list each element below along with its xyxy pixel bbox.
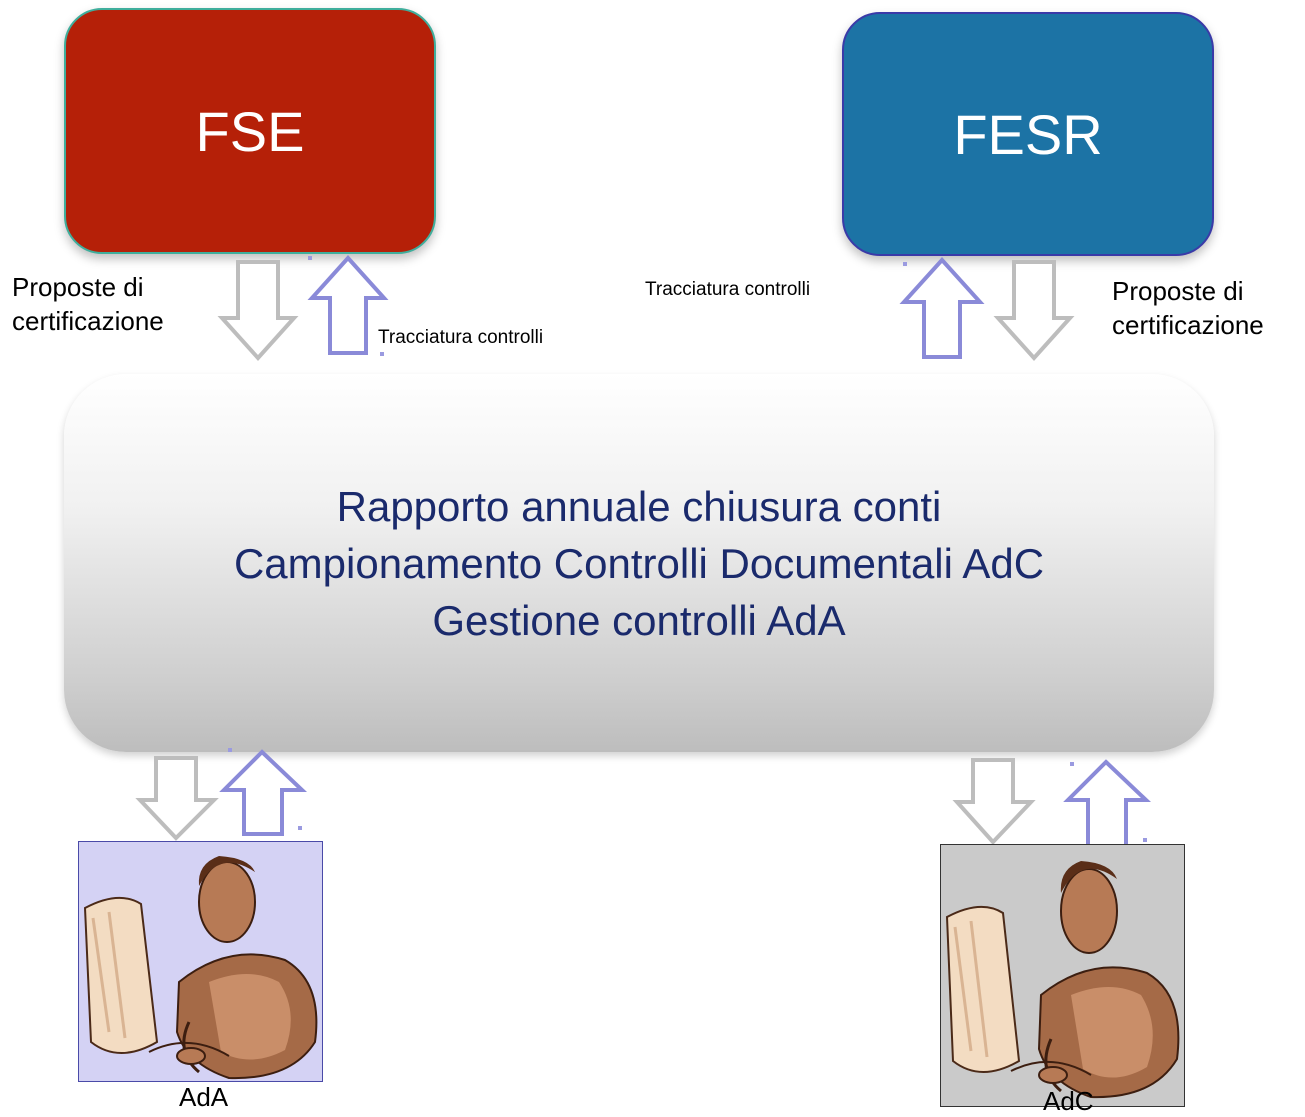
ada-down-arrow-icon xyxy=(135,756,219,841)
central-process-box: Rapporto annuale chiusura conti Campiona… xyxy=(64,374,1214,752)
fesr-proposte-line1: Proposte di xyxy=(1112,276,1244,306)
fse-down-arrow-icon xyxy=(217,260,299,361)
decorative-dot xyxy=(298,826,302,830)
decorative-dot xyxy=(308,256,312,260)
ada-person-icon xyxy=(78,841,323,1082)
fesr-box: FESR xyxy=(842,12,1214,256)
central-line-2: Campionamento Controlli Documentali AdC xyxy=(233,539,1045,587)
fesr-proposte-label: Proposte di certificazione xyxy=(1112,274,1264,342)
fesr-tracciatura-label: Tracciatura controlli xyxy=(645,279,811,300)
fse-tracciatura-label: Tracciatura controlli xyxy=(378,327,544,348)
decorative-dot xyxy=(903,262,907,266)
adc-down-arrow-icon xyxy=(952,758,1036,845)
fesr-label: FESR xyxy=(953,102,1103,166)
ada-up-arrow-icon xyxy=(219,749,308,836)
adc-up-arrow-icon xyxy=(1063,759,1152,848)
decorative-dot xyxy=(1070,762,1074,766)
fse-box: FSE xyxy=(64,8,436,254)
adc-label: AdC xyxy=(1043,1086,1094,1116)
decorative-dot xyxy=(380,352,384,356)
decorative-dot xyxy=(1143,838,1147,842)
fesr-proposte-line2: certificazione xyxy=(1112,310,1264,340)
central-line-1: Rapporto annuale chiusura conti xyxy=(336,482,942,530)
fesr-down-arrow-icon xyxy=(993,260,1075,361)
adc-person-icon xyxy=(940,844,1185,1107)
fse-label: FSE xyxy=(195,99,305,163)
fesr-up-arrow-icon xyxy=(899,257,985,359)
fse-proposte-label: Proposte di certificazione xyxy=(12,270,164,338)
ada-label: AdA xyxy=(179,1082,229,1112)
fse-up-arrow-icon xyxy=(307,255,389,355)
fse-proposte-line2: certificazione xyxy=(12,306,164,336)
fse-proposte-line1: Proposte di xyxy=(12,272,144,302)
decorative-dot xyxy=(228,748,232,752)
central-line-3: Gestione controlli AdA xyxy=(432,596,846,644)
